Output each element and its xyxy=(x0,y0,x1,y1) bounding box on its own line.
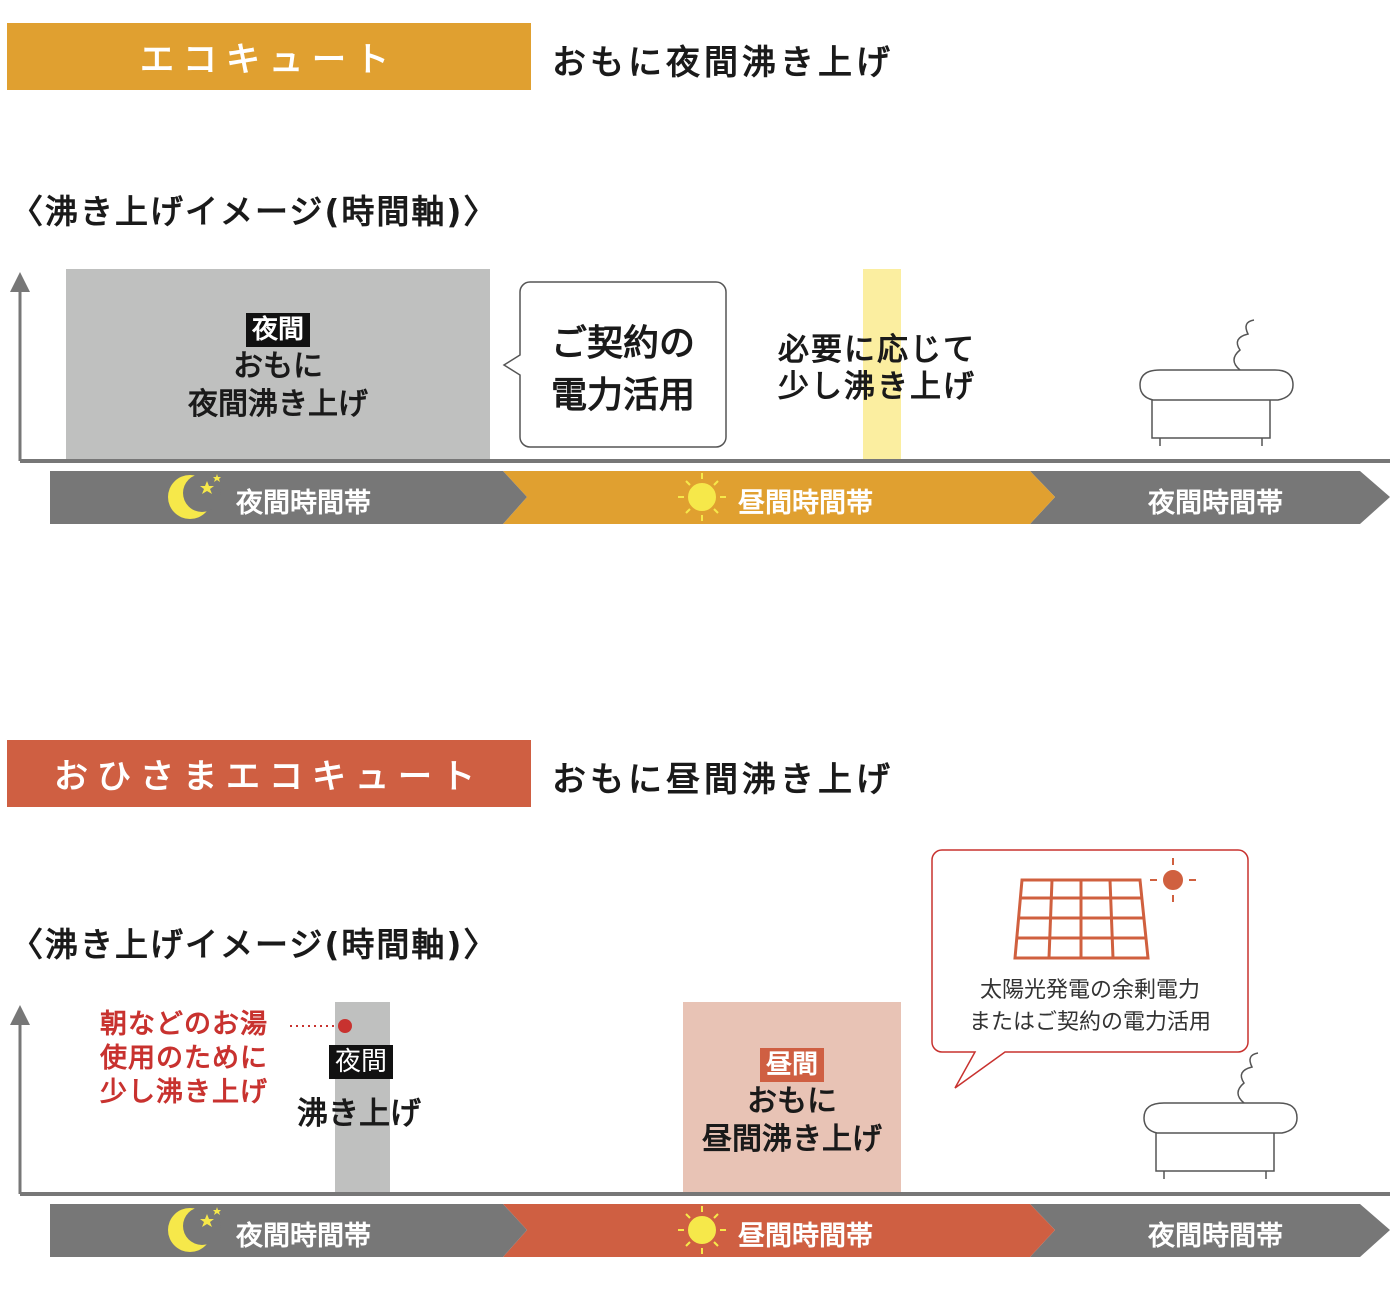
night-strip xyxy=(335,1002,390,1194)
axis-arrow-icon xyxy=(10,1005,30,1025)
star-icon xyxy=(213,474,221,482)
eco-bubble-text: ご契約の 電力活用 xyxy=(520,318,726,422)
axis-arrow-icon xyxy=(10,272,30,292)
band-night-2: 夜間時間帯 xyxy=(1148,488,1283,519)
eco-note: 必要に応じて 少し沸き上げ xyxy=(778,332,976,406)
moon-icon xyxy=(168,1207,221,1252)
day-tag: 昼間 xyxy=(759,1048,824,1082)
eco-axes xyxy=(10,269,1390,463)
night-block-line1: おもに xyxy=(233,349,323,384)
solar-bubble-line2: またはご契約の電力活用 xyxy=(968,1010,1211,1035)
marker-dot xyxy=(338,1019,352,1033)
band-day: 昼間時間帯 xyxy=(738,488,873,519)
night-block-bg xyxy=(66,269,490,461)
star-icon xyxy=(200,1214,214,1227)
moon-icon xyxy=(168,474,221,519)
speech-bubble xyxy=(931,849,1249,1089)
day-block-line2: 昼間沸き上げ xyxy=(702,1122,882,1157)
yellow-strip xyxy=(863,269,901,461)
solar-panel-icon xyxy=(1013,878,1150,960)
day-block-bg xyxy=(683,1002,901,1194)
solar-bubble-text: 太陽光発電の余剰電力 またはご契約の電力活用 xyxy=(932,975,1248,1039)
eco-subtitle: おもに夜間沸き上げ xyxy=(552,43,894,83)
eco-chart-title: 〈沸き上げイメージ(時間軸)〉 xyxy=(10,192,499,231)
eco-night-block: 夜間 おもに 夜間沸き上げ xyxy=(66,310,490,424)
sun-icon xyxy=(678,473,726,521)
night-tag: 夜間 xyxy=(245,313,310,347)
bathtub-icon xyxy=(1143,1052,1298,1179)
eco-time-band xyxy=(50,471,1390,524)
night-block-line2: 夜間沸き上げ xyxy=(188,387,368,422)
band-night-2: 夜間時間帯 xyxy=(1148,1221,1283,1252)
bubble-line1: ご契約の xyxy=(550,323,695,364)
ohisama-time-band xyxy=(50,1204,1390,1257)
sun-icon xyxy=(1150,858,1196,902)
solar-bubble-line1: 太陽光発電の余剰電力 xyxy=(979,978,1200,1003)
ohisama-header: おひさまエコキュート xyxy=(7,740,531,807)
sun-icon xyxy=(678,1206,726,1254)
bubble-line2: 電力活用 xyxy=(550,375,695,416)
speech-bubble xyxy=(502,281,727,448)
day-block: 昼間 おもに 昼間沸き上げ xyxy=(683,1045,901,1159)
morning-note-line3: 少し沸き上げ xyxy=(100,1077,268,1108)
ohisama-subtitle: おもに昼間沸き上げ xyxy=(552,760,894,800)
night-boil-label: 沸き上げ xyxy=(297,1096,421,1132)
morning-note: 朝などのお湯 使用のために 少し沸き上げ xyxy=(100,1008,268,1110)
ohisama-chart-title: 〈沸き上げイメージ(時間軸)〉 xyxy=(10,925,499,964)
band-night-1: 夜間時間帯 xyxy=(236,488,371,519)
note-line2: 少し沸き上げ xyxy=(778,369,976,405)
night-tag: 夜間 xyxy=(329,1045,394,1079)
ohisama-axes xyxy=(10,849,1390,1196)
note-line1: 必要に応じて xyxy=(778,332,976,368)
eco-header: エコキュート xyxy=(7,23,531,90)
star-icon xyxy=(200,481,214,494)
star-icon xyxy=(213,1207,221,1215)
band-night-1: 夜間時間帯 xyxy=(236,1221,371,1252)
bathtub-icon xyxy=(1139,319,1294,446)
day-block-line1: おもに xyxy=(747,1084,837,1119)
morning-note-line2: 使用のために xyxy=(100,1043,268,1074)
band-day: 昼間時間帯 xyxy=(738,1221,873,1252)
morning-note-line1: 朝などのお湯 xyxy=(100,1009,268,1040)
